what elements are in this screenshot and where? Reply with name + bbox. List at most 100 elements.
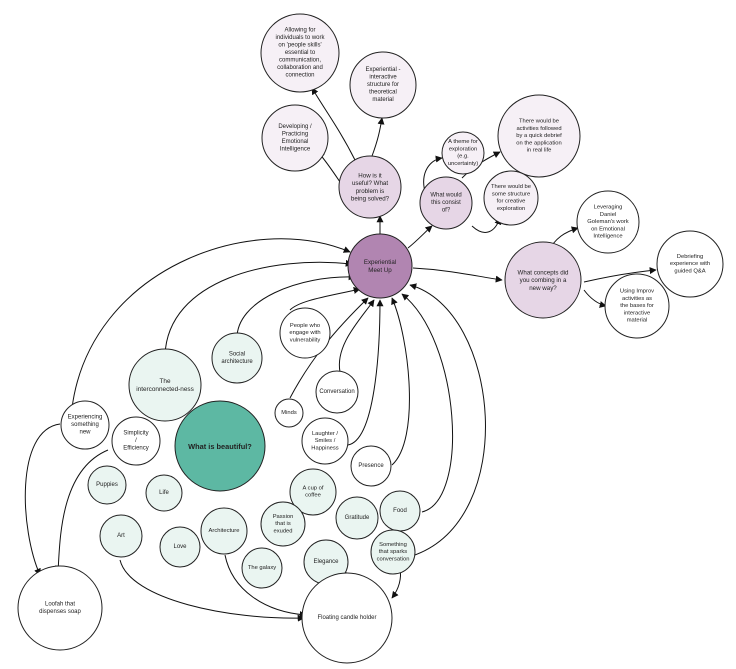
node-minds[interactable]: Minds [274, 398, 304, 428]
node-puppies[interactable]: Puppies [87, 465, 127, 505]
edge-food-exp [401, 293, 453, 513]
node-label-presence: Presence [358, 463, 384, 469]
node-circle-goleman [576, 190, 640, 254]
node-love[interactable]: Love [159, 526, 201, 568]
edge-laughter-exp [347, 299, 384, 446]
node-circle-presence [350, 445, 392, 487]
node-circle-love [159, 526, 201, 568]
node-beautiful[interactable]: What is beautiful? [174, 400, 266, 492]
edge-consist-theme [423, 155, 443, 193]
node-gratitude[interactable]: Gratitude [335, 496, 379, 540]
edge-useful-allowing [311, 87, 356, 161]
node-label-beautiful: What is beautiful? [188, 442, 252, 451]
node-circle-conversation [315, 370, 359, 414]
node-circle-improv [604, 273, 670, 339]
edge-sparks-exp [409, 283, 486, 557]
node-simplicity[interactable]: Simplicity/Efficiency [111, 416, 161, 466]
node-circle-experiential [347, 233, 413, 299]
node-label-elegance: Elegance [313, 559, 339, 565]
node-life[interactable]: Life [145, 474, 183, 512]
node-circle-social [211, 332, 263, 384]
node-art[interactable]: Art [99, 514, 143, 558]
node-circle-allowing [260, 13, 340, 93]
node-circle-beautiful [174, 400, 266, 492]
node-presence[interactable]: Presence [350, 445, 392, 487]
node-circle-life [145, 474, 183, 512]
node-circle-interactive [349, 51, 417, 119]
node-circle-interconnected [128, 348, 202, 422]
node-circle-vulnerability [279, 307, 331, 359]
edge-concepts-debriefing [583, 267, 657, 283]
edge-architecture-candle [224, 554, 307, 619]
node-circle-architecture [200, 507, 248, 555]
edge-vulnerability-exp [289, 287, 361, 311]
node-candle[interactable]: Floating candle holder [301, 572, 393, 664]
node-circle-theme [441, 131, 485, 175]
node-label-candle: Floating candle holder [317, 615, 376, 621]
node-label-life: Life [159, 490, 169, 496]
node-label-love: Love [173, 544, 187, 550]
node-architecture[interactable]: Architecture [200, 507, 248, 555]
edge-conversation-exp [338, 299, 375, 373]
edge-social-exp [236, 273, 356, 341]
node-circle-minds [274, 398, 304, 428]
edge-exp-consist [407, 225, 433, 249]
node-circle-candle [301, 572, 393, 664]
edge-concepts-improv [583, 289, 607, 308]
node-circle-debriefing [656, 230, 724, 298]
node-food[interactable]: Food [379, 490, 421, 532]
edge-useful-interactive [371, 117, 385, 157]
node-circle-structure [483, 170, 539, 226]
node-label-laughter: Laughter /Smiles /Happiness [311, 431, 338, 452]
node-circle-experiencing [60, 400, 110, 450]
node-label-architecture: Architecture [209, 528, 240, 534]
node-label-art: Art [117, 533, 125, 539]
node-circle-consist [419, 176, 473, 230]
node-label-simplicity: Simplicity/Efficiency [123, 431, 149, 452]
edge-experiencing-exp [71, 238, 351, 409]
node-circle-coffee [289, 468, 337, 516]
node-conversation[interactable]: Conversation [315, 370, 359, 414]
node-galaxy[interactable]: The galaxy [241, 547, 283, 589]
node-label-puppies: Puppies [96, 482, 118, 488]
edges [24, 87, 657, 622]
edge-presence-exp [391, 297, 410, 466]
edge-art-candle [119, 559, 305, 622]
node-circle-gratitude [335, 496, 379, 540]
node-laughter[interactable]: Laughter /Smiles /Happiness [301, 417, 349, 465]
